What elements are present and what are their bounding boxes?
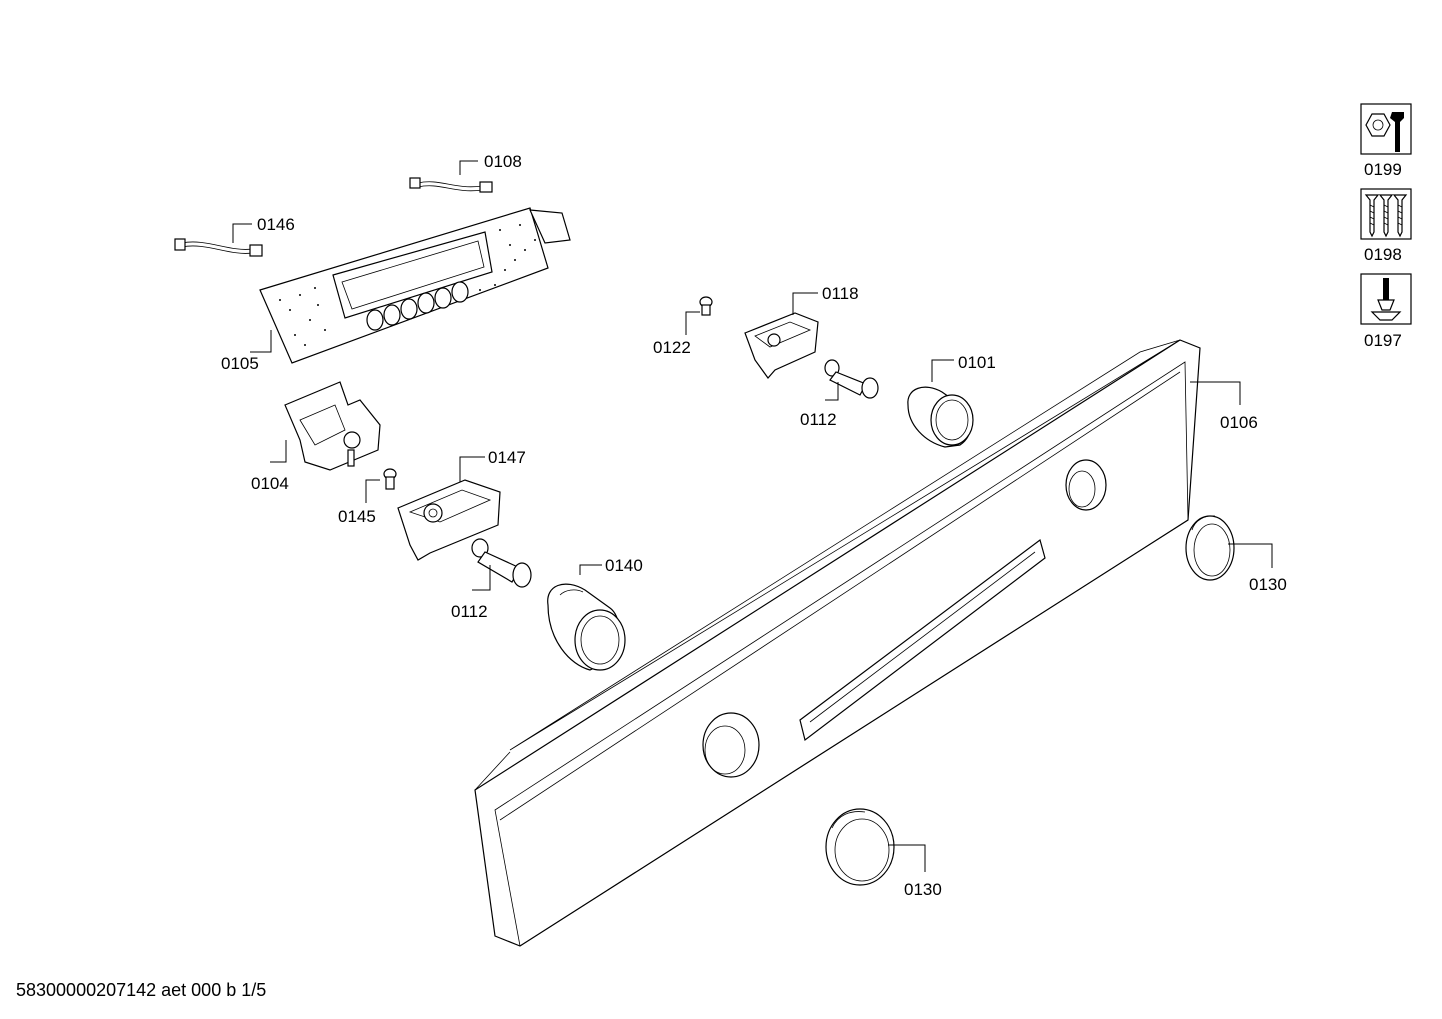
switch-0104 [270,381,381,471]
bracket-0147 [397,456,501,561]
part-label-0101: 0101 [958,353,996,372]
part-label-0130-bottom: 0130 [904,880,942,899]
part-label-0145: 0145 [338,507,376,526]
part-label-0147: 0147 [488,448,526,467]
document-footer: 58300000207142 aet 000 b 1/5 [16,980,267,1000]
part-label-0112-left: 0112 [451,602,488,621]
pcb-component-dots [279,224,536,346]
shaft-0112-left [471,538,532,591]
part-label-0112-right: 0112 [800,410,837,429]
knob-0140 [547,564,626,671]
legend-0198 [1360,188,1412,240]
knob-0101 [907,359,974,448]
part-label-0146: 0146 [257,215,295,234]
part-label-0105: 0105 [221,354,259,373]
bracket-0118 [744,292,819,379]
shaft-0112-right [824,359,879,401]
part-label-0140: 0140 [605,556,643,575]
ring-0130-bottom [825,808,926,886]
part-label-0122: 0122 [653,338,691,357]
part-label-0130-right: 0130 [1249,575,1287,594]
cable-0108 [409,160,493,193]
part-label-0108: 0108 [484,152,522,171]
ring-0130-right [1185,515,1273,581]
part-label-0104: 0104 [251,474,289,493]
control-panel-0106 [474,339,1241,947]
cable-0146 [174,223,263,257]
part-label-0118: 0118 [822,284,859,303]
pin-0145 [365,468,397,503]
pcb-buttons [366,281,469,331]
legend-label-0199: 0199 [1364,160,1402,179]
part-label-0106: 0106 [1220,413,1258,432]
legend-label-0197: 0197 [1364,331,1402,350]
pcb-0105 [250,207,571,364]
legend-label-0198: 0198 [1364,245,1402,264]
legend-0197 [1360,273,1412,325]
legend-0199 [1360,103,1412,155]
pin-0122 [685,296,713,335]
